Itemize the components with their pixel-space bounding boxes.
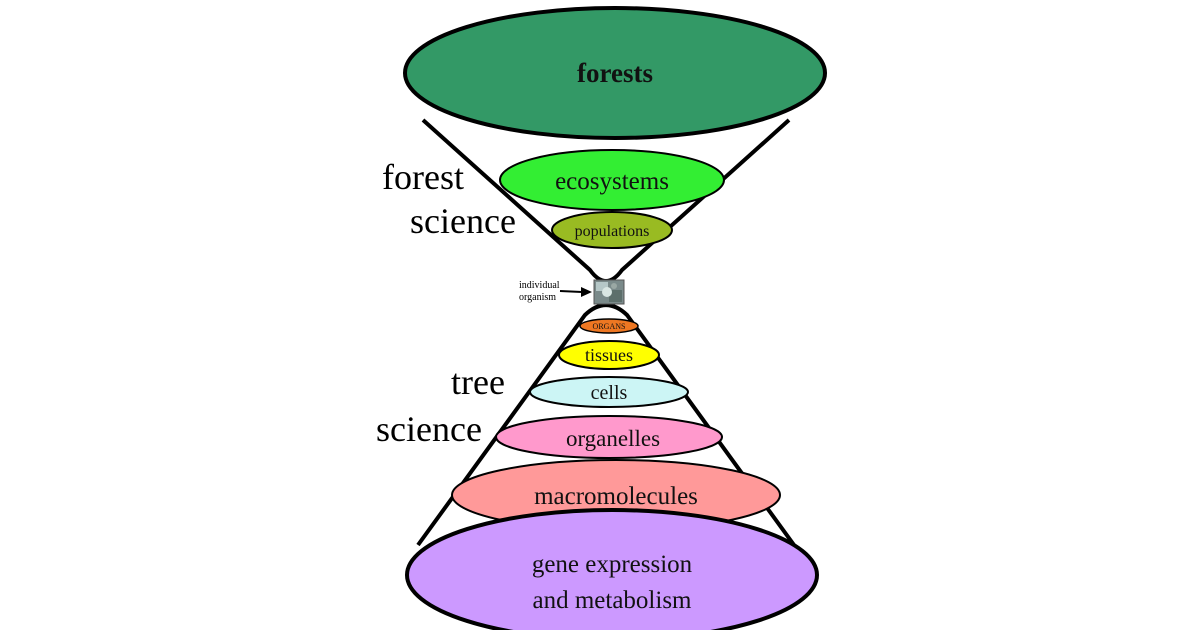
hourglass-lower-outline — [416, 303, 796, 547]
individual-organism-label-line1: individual — [519, 280, 560, 291]
individual-organism-image — [593, 279, 625, 305]
arrow-icon — [559, 287, 592, 297]
organelles-ellipse — [495, 415, 723, 459]
forest-science-line2: science — [410, 201, 516, 241]
tree-science-line1: tree — [451, 362, 505, 402]
ecosystems-ellipse — [499, 149, 725, 211]
tree-science-line2: science — [376, 409, 482, 449]
individual-organism-label-line2: organism — [519, 292, 556, 303]
tissues-label: tissues — [585, 345, 633, 365]
organs-ellipse — [579, 318, 639, 334]
populations-label: populations — [575, 223, 650, 240]
gene-expression-label-line1: gene expression — [532, 551, 693, 578]
cells-ellipse — [529, 376, 689, 408]
gene-expression-label-line2: and metabolism — [533, 587, 693, 614]
tissues-ellipse — [558, 340, 660, 370]
organs-label: ORGANS — [593, 322, 626, 331]
forests-label: forests — [577, 58, 653, 88]
ecosystems-label: ecosystems — [555, 168, 669, 195]
populations-ellipse — [551, 211, 673, 249]
gene-expression-ellipse — [405, 508, 819, 630]
forest-science-line1: forest — [382, 157, 464, 197]
macromolecules-label: macromolecules — [534, 483, 698, 510]
forests-ellipse — [403, 6, 827, 140]
organelles-label: organelles — [566, 426, 660, 451]
cells-label: cells — [591, 382, 628, 404]
